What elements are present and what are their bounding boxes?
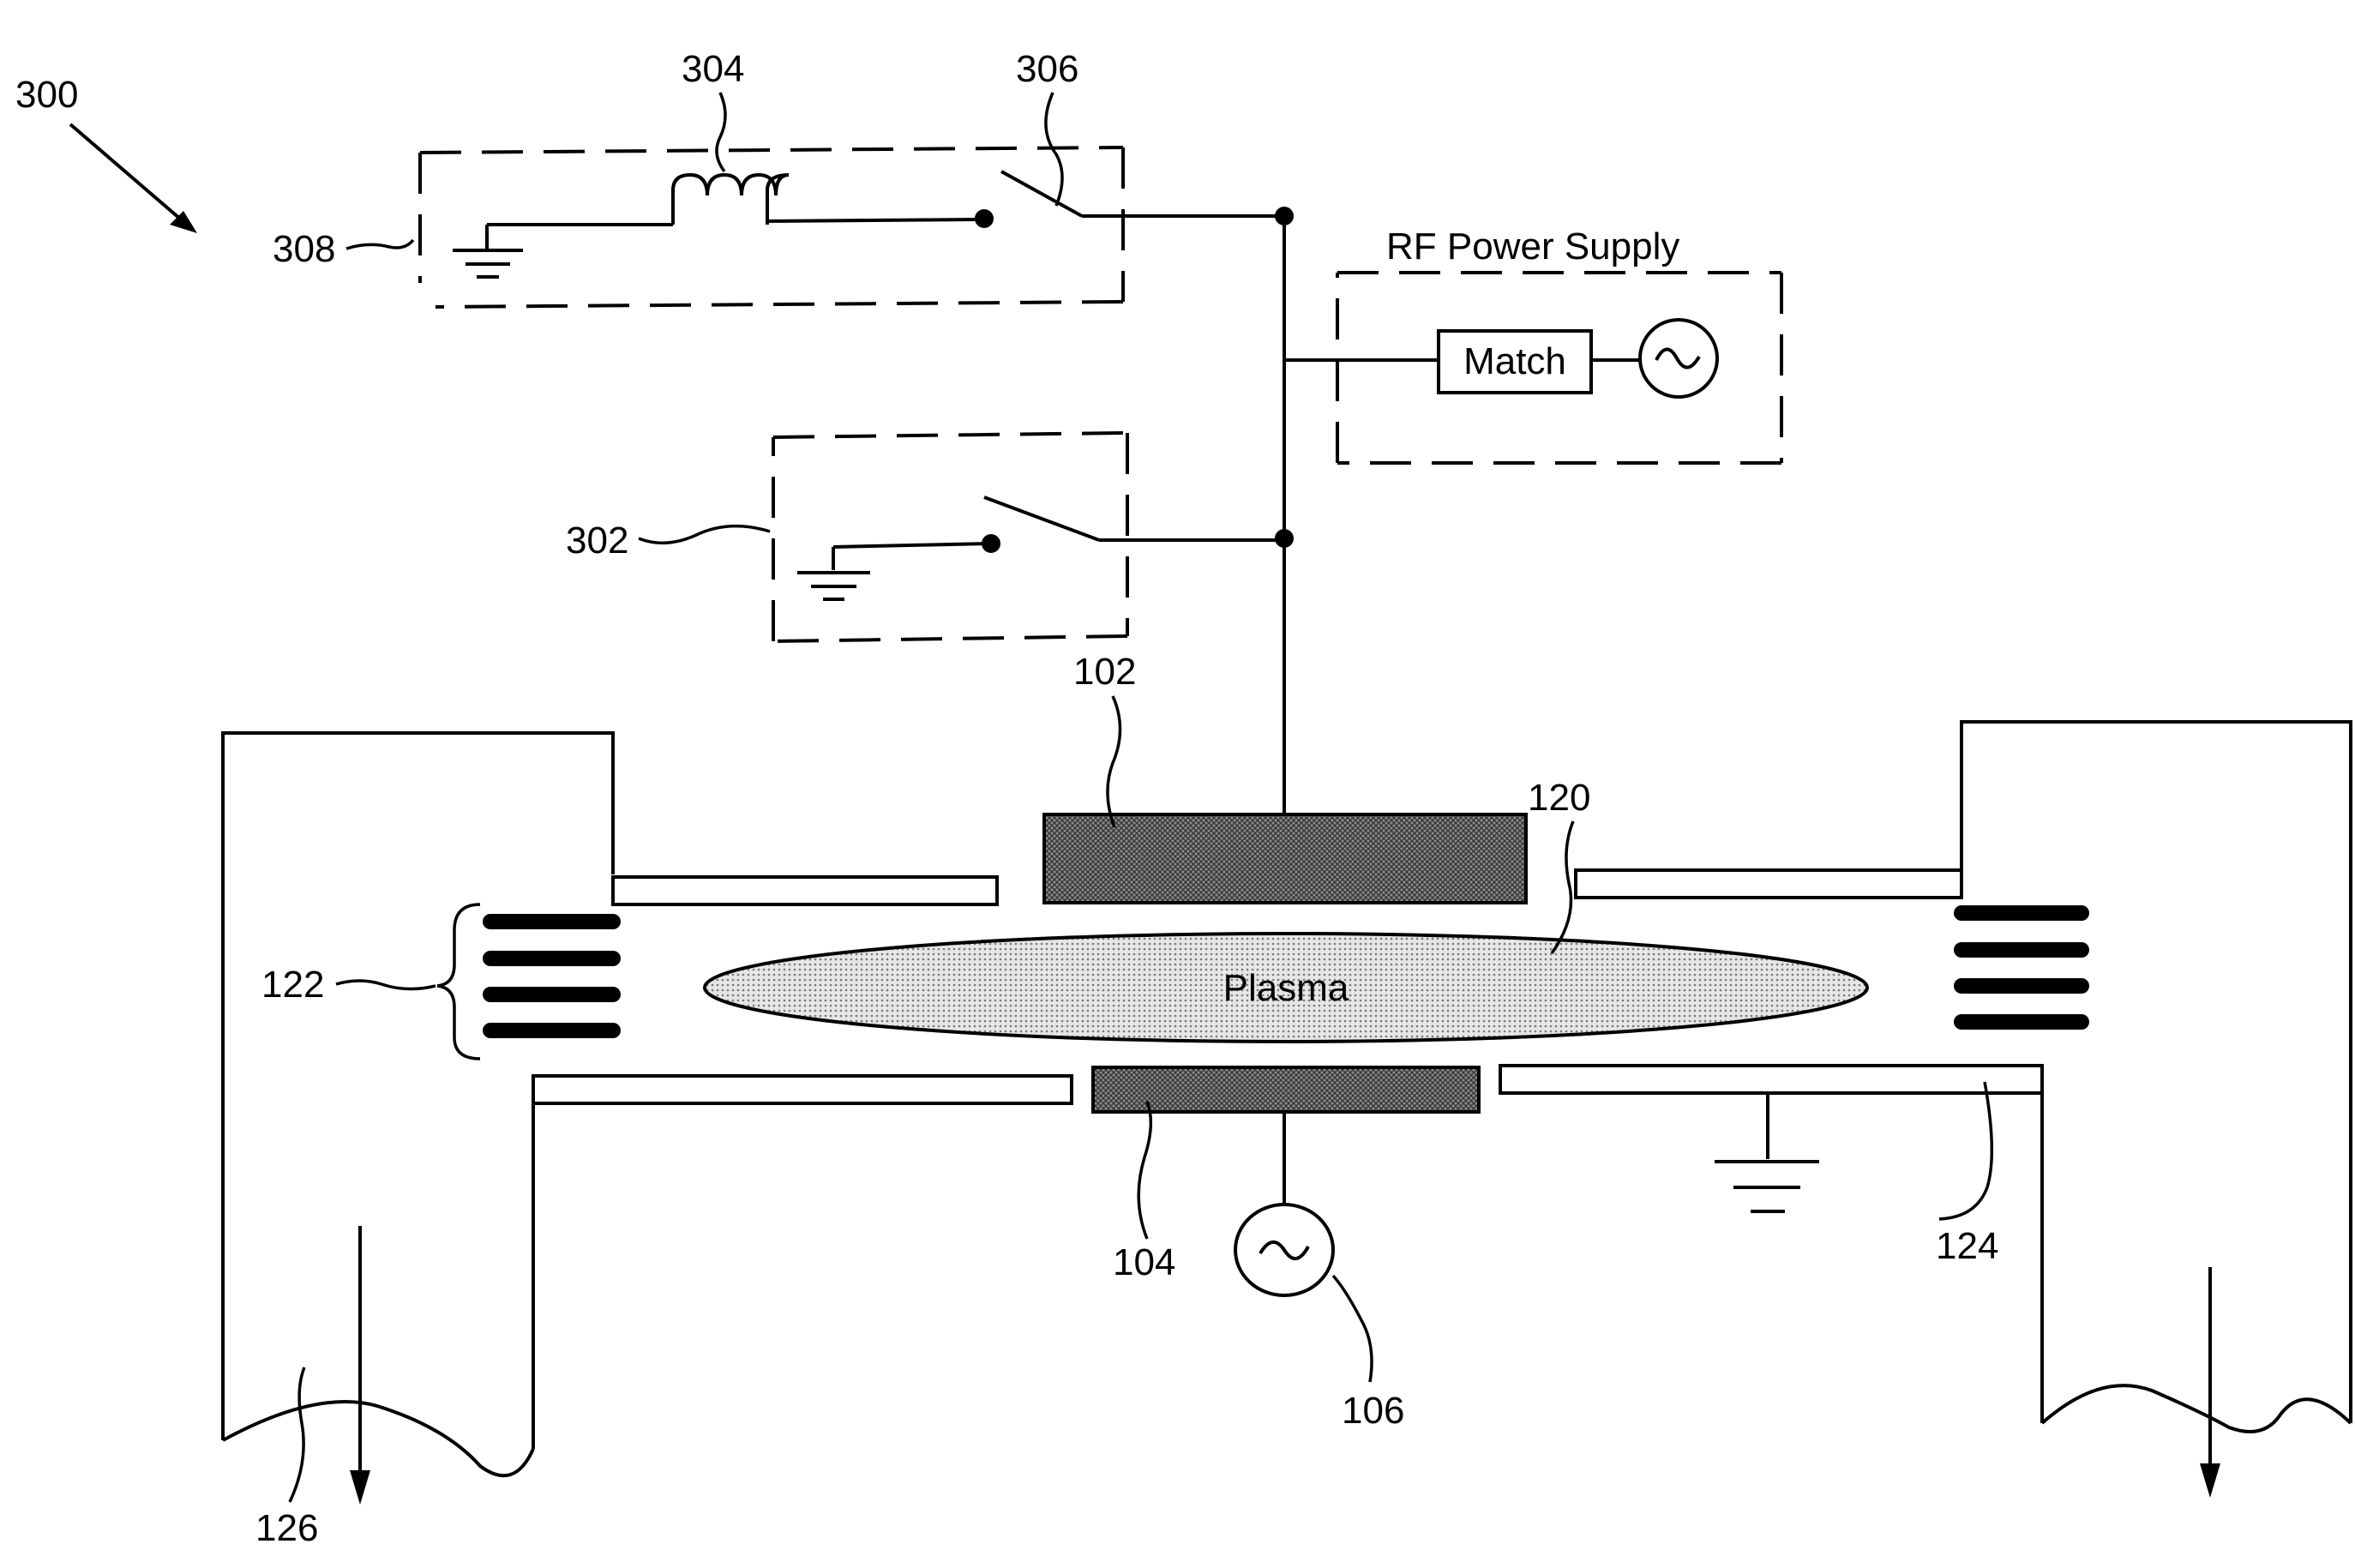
chamber-ground-symbol [1715,1093,1819,1211]
leader-302 [639,526,770,544]
leader-120 [1552,821,1573,953]
leader-102 [1108,696,1120,827]
chamber-right-break [2042,1385,2351,1432]
exhaust-arrow-right [2200,1267,2220,1498]
label-120: 120 [1528,777,1590,819]
leader-124 [1939,1082,1992,1219]
leader-122 [336,981,436,989]
label-106: 106 [1342,1390,1404,1432]
label-304: 304 [682,48,744,90]
leader-106 [1333,1276,1372,1382]
match-label: Match [1463,340,1566,382]
ground-network-box-308 [420,147,1123,307]
label-306: 306 [1016,48,1078,90]
wire-ground-302-to-contact [833,544,990,547]
label-300: 300 [15,74,78,116]
bottom-electrode-104 [1093,1067,1479,1112]
leader-308 [346,240,413,249]
wire-inductor-to-switch [767,219,984,221]
ground-symbol-308 [453,225,523,277]
leader-104 [1138,1102,1150,1239]
label-308: 308 [273,228,335,270]
label-124: 124 [1936,1225,1998,1267]
ground-symbol-302 [797,547,870,599]
right-upper-plate [1576,870,1961,898]
ground-switch-box-302 [773,433,1127,641]
top-electrode-102 [1044,814,1526,903]
label-122: 122 [261,964,324,1006]
coils-122-right [1961,913,2082,1022]
rf-power-supply-title: RF Power Supply [1386,225,1679,267]
leader-126 [290,1367,304,1502]
left-lower-plate [533,1076,1072,1103]
coils-122-left [490,922,613,1030]
label-302: 302 [566,520,628,562]
node-lower [1275,529,1294,548]
switch-306-contact [975,209,994,228]
switch-302-contact [982,534,1000,553]
brace-122 [437,904,480,1059]
inductor-304 [673,175,789,225]
plasma-label: Plasma [1223,967,1349,1009]
label-102: 102 [1073,651,1136,693]
label-104: 104 [1113,1241,1175,1283]
right-lower-plate [1500,1066,2042,1093]
switch-306-blade [1001,171,1082,216]
switch-302-blade [984,497,1099,540]
leader-304 [717,93,725,171]
left-upper-plate [613,877,997,904]
label-126: 126 [255,1507,318,1549]
chamber-left-break [223,1402,533,1475]
exhaust-arrow-left [350,1226,370,1505]
figure-ref-arrow [70,124,197,233]
